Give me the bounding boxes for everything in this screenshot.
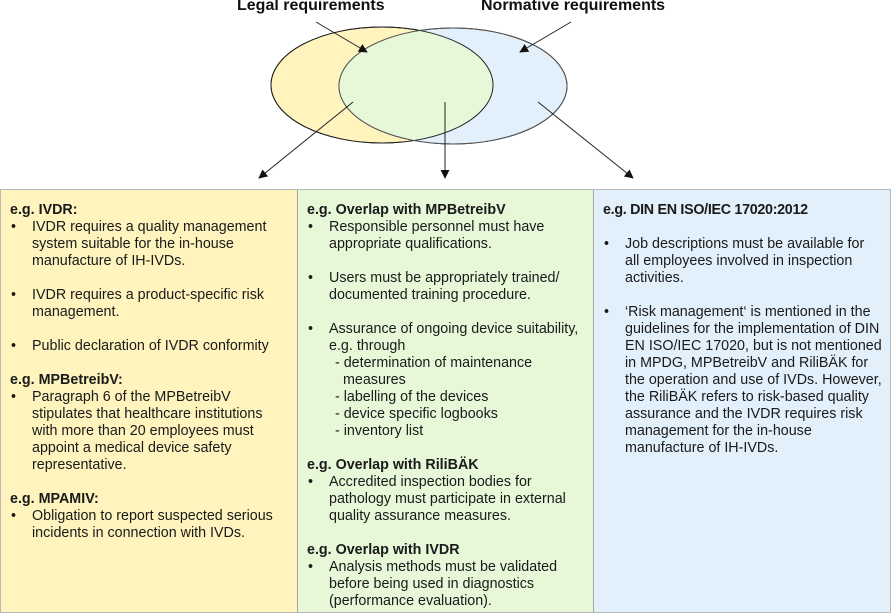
normative-requirements-label: Normative requirements bbox=[481, 0, 666, 14]
bullet-item: • Analysis methods must be validated befo… bbox=[307, 559, 585, 610]
bullet-list: • Analysis methods must be validated befo… bbox=[307, 559, 585, 610]
arrow-normative-in bbox=[519, 21, 572, 53]
bullet-icon: • bbox=[11, 389, 17, 405]
bullet-list: • Responsible personnel must have appropr… bbox=[307, 219, 585, 440]
sub-item: - labelling of the devices bbox=[335, 389, 489, 405]
bullet-icon: • bbox=[11, 338, 17, 354]
bullet-item: • Paragraph 6 of the MPBetreibV stipulate… bbox=[10, 389, 289, 474]
normative-section: e.g. DIN EN ISO/IEC 17020:2012 • Job descr… bbox=[603, 202, 882, 457]
overlap-section: e.g. Overlap with MPBetreibV•Responsible… bbox=[307, 202, 585, 440]
bullet-text: Assurance of ongoing device suitability,… bbox=[329, 321, 579, 354]
sub-list: - determination of maintenance measures-… bbox=[329, 355, 585, 440]
bullet-list: • Obligation to report suspected serious … bbox=[10, 508, 289, 542]
bullet-list: • IVDR requires a quality management syst… bbox=[10, 219, 289, 355]
bullet-item: • Accredited inspection bodies for pathol… bbox=[307, 474, 585, 525]
sub-item: - inventory list bbox=[335, 423, 424, 439]
section-title: e.g. Overlap with IVDR bbox=[307, 542, 460, 558]
bullet-text: ‘Risk management‘ is mentioned in the gu… bbox=[625, 304, 882, 456]
section-title: e.g. DIN EN ISO/IEC 17020:2012 bbox=[603, 202, 808, 218]
sub-item: - device specific logbooks bbox=[335, 406, 498, 422]
section-title: e.g. IVDR: bbox=[10, 202, 78, 218]
sub-item: - determination of maintenance measures bbox=[335, 355, 533, 388]
bullet-item: • ‘Risk management‘ is mentioned in the g… bbox=[603, 304, 882, 457]
bullet-icon: • bbox=[308, 321, 314, 337]
bullet-text: Analysis methods must be validated befor… bbox=[329, 559, 558, 609]
section-title: e.g. MPBetreibV: bbox=[10, 372, 123, 388]
legal-section: e.g. MPBetreibV:• Paragraph 6 of the MPBe… bbox=[10, 372, 289, 474]
section-title: e.g. Overlap with MPBetreibV bbox=[307, 202, 506, 218]
bullet-icon: • bbox=[308, 559, 314, 575]
bullet-text: Job descriptions must be available for a… bbox=[625, 236, 865, 286]
bullet-icon: • bbox=[604, 236, 610, 252]
bullet-icon: • bbox=[308, 219, 314, 235]
bullet-text: IVDR requires a product-specific risk ma… bbox=[32, 287, 265, 320]
legal-requirements-panel: e.g. IVDR:•IVDR requires a quality manag… bbox=[1, 190, 298, 612]
bullet-icon: • bbox=[11, 219, 17, 235]
bullet-item: • Job descriptions must be available for … bbox=[603, 236, 882, 287]
bullet-icon: • bbox=[11, 287, 17, 303]
bullet-item: • IVDR requires a quality management syst… bbox=[10, 219, 289, 270]
bullet-text: Accredited inspection bodies for patholo… bbox=[329, 474, 566, 524]
legal-requirements-label: Legal requirements bbox=[237, 0, 385, 14]
bullet-list: • Job descriptions must be available for … bbox=[603, 236, 882, 457]
legal-section: e.g. MPAMIV:• Obligation to report suspec… bbox=[10, 491, 289, 542]
normative-requirements-panel: e.g. DIN EN ISO/IEC 17020:2012 • Job descr… bbox=[594, 190, 890, 612]
normative-ellipse-outline bbox=[338, 27, 568, 145]
bullet-item: • IVDR requires a product-specific risk m… bbox=[10, 287, 289, 321]
bullet-text: Public declaration of IVDR conformity bbox=[32, 338, 269, 354]
bullet-item: • Responsible personnel must have appropr… bbox=[307, 219, 585, 253]
venn-diagram: Legal requirements Normative requirement… bbox=[0, 0, 891, 190]
arrow-legal-in bbox=[315, 21, 368, 53]
bullet-item: • Users must be appropriately trained/ do… bbox=[307, 270, 585, 304]
bullet-text: Users must be appropriately trained/ doc… bbox=[329, 270, 560, 303]
legal-section: e.g. IVDR:•IVDR requires a quality manag… bbox=[10, 202, 289, 355]
legal-ellipse-outline bbox=[270, 26, 494, 144]
section-title: e.g. MPAMIV: bbox=[10, 491, 99, 507]
arrow-normative-out bbox=[537, 101, 634, 179]
bullet-list: • Paragraph 6 of the MPBetreibV stipulate… bbox=[10, 389, 289, 474]
bullet-item: • Assurance of ongoing device suitability… bbox=[307, 321, 585, 440]
bullet-icon: • bbox=[604, 304, 610, 320]
requirements-panels: e.g. IVDR:•IVDR requires a quality manag… bbox=[0, 189, 891, 613]
overlap-region bbox=[339, 28, 493, 143]
overlap-requirements-panel: e.g. Overlap with MPBetreibV•Responsible… bbox=[298, 190, 594, 612]
bullet-item: • Obligation to report suspected serious … bbox=[10, 508, 289, 542]
overlap-section: e.g. Overlap with RiliBÄK• Accredited ins… bbox=[307, 457, 585, 525]
bullet-item: • Public declaration of IVDR conformity bbox=[10, 338, 289, 355]
bullet-icon: • bbox=[308, 474, 314, 490]
venn-svg bbox=[258, 21, 634, 179]
arrow-legal-out bbox=[258, 101, 354, 179]
section-title: e.g. Overlap with RiliBÄK bbox=[307, 457, 479, 473]
bullet-icon: • bbox=[11, 508, 17, 524]
overlap-section: e.g. Overlap with IVDR• Analysis methods … bbox=[307, 542, 585, 610]
bullet-text: Responsible personnel must have appropri… bbox=[329, 219, 545, 252]
bullet-text: Paragraph 6 of the MPBetreibV stipulates… bbox=[32, 389, 263, 473]
bullet-icon: • bbox=[308, 270, 314, 286]
bullet-list: • Accredited inspection bodies for pathol… bbox=[307, 474, 585, 525]
bullet-text: IVDR requires a quality management syste… bbox=[32, 219, 267, 269]
bullet-text: Obligation to report suspected serious i… bbox=[32, 508, 273, 541]
